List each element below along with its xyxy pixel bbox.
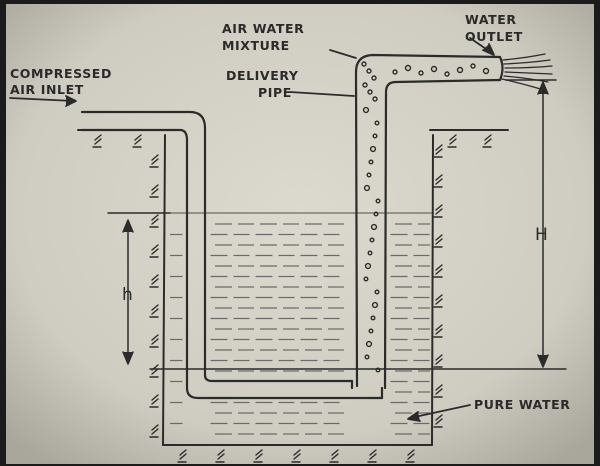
bubble xyxy=(392,69,398,75)
hatch-mark xyxy=(149,214,159,228)
hatch-mark xyxy=(177,449,187,463)
bubble xyxy=(375,198,381,204)
label-water: WATER xyxy=(465,12,517,27)
hatch-mark xyxy=(433,294,443,308)
hatch-mark xyxy=(405,449,415,463)
label-dimension-H: H xyxy=(535,225,548,245)
bubble xyxy=(373,211,379,217)
bubble xyxy=(482,67,490,75)
bubble xyxy=(418,70,424,76)
bubble xyxy=(370,315,376,321)
bubble xyxy=(404,64,412,72)
bubble xyxy=(374,289,380,295)
air-bubbles xyxy=(361,61,490,373)
bubble xyxy=(363,184,371,192)
hatch-mark xyxy=(367,449,377,463)
hatch-mark xyxy=(433,264,443,278)
bubble xyxy=(367,89,373,95)
label-compressed: COMPRESSED xyxy=(10,66,112,81)
bubble xyxy=(362,106,370,114)
hatch-mark xyxy=(215,449,225,463)
bubble xyxy=(368,159,374,165)
hatch-mark xyxy=(149,304,159,318)
bubble xyxy=(375,367,381,373)
bubble xyxy=(364,262,372,270)
hatch-mark xyxy=(149,334,159,348)
hatch-mark xyxy=(433,174,443,188)
bubble xyxy=(368,328,374,334)
hatch-mark xyxy=(149,394,159,408)
bubble xyxy=(372,133,378,139)
bubble xyxy=(456,66,464,74)
hatch-mark xyxy=(433,234,443,248)
annotation-arrows xyxy=(9,37,495,422)
water-jet xyxy=(501,53,553,91)
hatch-mark xyxy=(149,274,159,288)
well-water xyxy=(170,212,432,435)
label-mixture: MIXTURE xyxy=(222,38,290,53)
bubble xyxy=(371,75,377,81)
hatch-mark xyxy=(433,414,443,428)
label-pure-water: PURE WATER xyxy=(474,397,570,412)
bubble xyxy=(371,301,379,309)
hatch-mark xyxy=(149,424,159,438)
ground-hatching xyxy=(92,134,492,463)
label-outlet: OUTLET xyxy=(465,29,523,44)
bubble xyxy=(361,61,367,67)
hatch-mark xyxy=(149,244,159,258)
dimension-H xyxy=(149,79,567,370)
label-dimension-h: h xyxy=(122,285,133,305)
bubble xyxy=(367,250,373,256)
bubble xyxy=(430,65,438,73)
hatch-mark xyxy=(433,144,443,158)
hatch-mark xyxy=(433,204,443,218)
bubble xyxy=(374,120,380,126)
hatch-mark xyxy=(329,449,339,463)
bubble xyxy=(470,63,476,69)
hatch-mark xyxy=(149,184,159,198)
bubble xyxy=(363,276,369,282)
bubble xyxy=(365,340,373,348)
dimension-h xyxy=(107,212,171,365)
delivery-pipe xyxy=(354,53,504,390)
hatch-mark xyxy=(291,449,301,463)
label-air-inlet: AIR INLET xyxy=(10,82,84,97)
hatch-mark xyxy=(433,384,443,398)
hatch-mark xyxy=(132,134,142,148)
hatch-mark xyxy=(149,154,159,168)
hatch-mark xyxy=(253,449,263,463)
label-delivery: DELIVERY xyxy=(226,68,299,83)
label-air-water: AIR WATER xyxy=(222,21,304,36)
bubble xyxy=(372,96,378,102)
hatch-mark xyxy=(433,354,443,368)
bubble xyxy=(370,223,378,231)
label-pipe: PIPE xyxy=(258,85,292,100)
bubble xyxy=(364,354,370,360)
bubble xyxy=(444,71,450,77)
bubble xyxy=(369,237,375,243)
bubble xyxy=(366,172,372,178)
bubble xyxy=(362,82,368,88)
bubble xyxy=(366,68,372,74)
hatch-mark xyxy=(92,134,102,148)
hatch-mark xyxy=(447,134,457,148)
hatch-mark xyxy=(482,134,492,148)
hatch-mark xyxy=(433,324,443,338)
bubble xyxy=(369,145,377,153)
air-inlet-pipe xyxy=(80,110,384,400)
